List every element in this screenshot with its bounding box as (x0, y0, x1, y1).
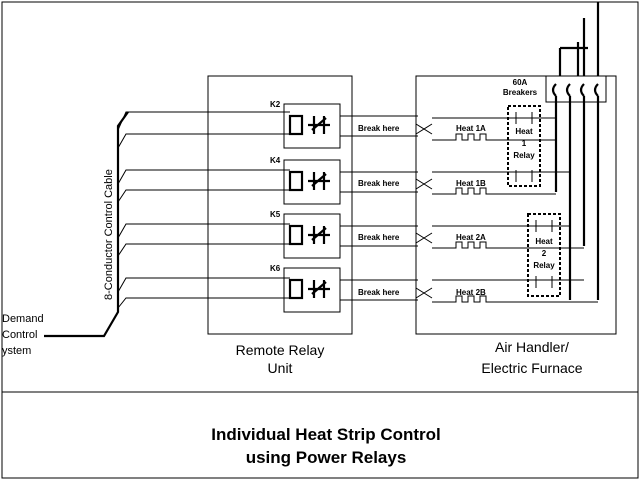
relay-id: K2 (270, 100, 281, 109)
heat-strip-label-2a: Heat 2A (456, 233, 486, 242)
relay-coil-icon (288, 170, 304, 192)
heat-strip-label-1a: Heat 1A (456, 124, 486, 133)
break-label-3: Break here (358, 233, 400, 242)
control-cable-trunk (44, 111, 129, 338)
relay-contact-icon (308, 172, 330, 190)
heat-strip-elements (432, 117, 598, 303)
breaker-label-line-1: 60A (513, 78, 528, 87)
heat-strip-label-1b: Heat 1B (456, 179, 486, 188)
air-handler-label-line-2: Electric Furnace (481, 360, 582, 376)
heat-2-relay-box (527, 213, 561, 297)
heat-1-relay-label-line-3: Relay (513, 151, 535, 160)
relay-coil-icon (288, 114, 304, 136)
feeder-wires (554, 96, 600, 300)
heat-2-relay-label-line-1: Heat (535, 237, 553, 246)
air-handler-box (415, 75, 617, 335)
relay-k6: K6 (270, 264, 341, 313)
cable-label: 8-Conductor Control Cable (103, 169, 115, 300)
relay-output-wires (340, 115, 418, 301)
relay-contact-icon (308, 226, 330, 244)
incoming-power-lines (558, 2, 600, 76)
relay-id: K6 (270, 264, 281, 273)
remote-relay-unit-label-line-1: Remote Relay (236, 342, 325, 358)
heat-1-relay-contacts (515, 112, 533, 182)
remote-relay-unit-box (207, 75, 353, 335)
left-label-line-1: Demand (2, 313, 44, 325)
heat-strip-label-2b: Heat 2B (456, 288, 486, 297)
relay-contact-icon (308, 280, 330, 298)
relay-contact-icon (308, 116, 330, 134)
remote-relay-unit-label-line-2: Unit (268, 360, 293, 376)
break-label-1: Break here (358, 124, 400, 133)
left-label-line-2: Control (2, 329, 37, 341)
heat-2-relay-label-line-2: 2 (542, 249, 547, 258)
cable-conductors (117, 111, 290, 309)
breaker-label-line-2: Breakers (503, 88, 538, 97)
air-handler-label-line-1: Air Handler/ (495, 339, 569, 355)
relay-coil-icon (288, 278, 304, 300)
heat-1-relay-label-line-1: Heat (515, 127, 533, 136)
relay-id: K5 (270, 210, 281, 219)
relay-id: K4 (270, 156, 281, 165)
heat-2-relay-label-line-3: Relay (533, 261, 555, 270)
relay-coil-icon (288, 224, 304, 246)
diagram-title-line-2: using Power Relays (246, 448, 407, 467)
relay-k4: K4 (270, 156, 341, 205)
relay-k5: K5 (270, 210, 341, 259)
break-marks (415, 123, 433, 299)
breaker-symbols (545, 75, 607, 103)
diagram-title-line-1: Individual Heat Strip Control (211, 425, 441, 444)
heat-1-relay-box (507, 105, 541, 187)
left-label-line-3: ystem (2, 345, 31, 357)
break-label-2: Break here (358, 179, 400, 188)
heat-2-relay-contacts (535, 220, 553, 288)
heat-1-relay-label-line-2: 1 (522, 139, 527, 148)
relay-k2: K2 (270, 100, 341, 149)
break-label-4: Break here (358, 288, 400, 297)
